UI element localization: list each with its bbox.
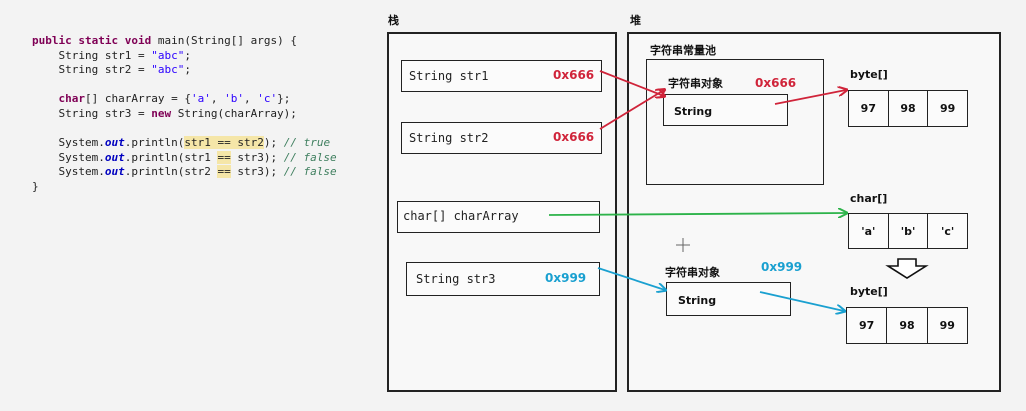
stack-title: 栈	[388, 14, 399, 27]
arrow-pool-string-to-bytes	[774, 90, 846, 105]
array-cell: 99	[927, 91, 967, 126]
var-label: String str1	[409, 69, 489, 83]
var-label: String str3	[416, 272, 496, 286]
arrow-new-string-to-bytes	[759, 291, 844, 311]
heap-title: 堆	[630, 14, 641, 27]
char-array: 'a' 'b' 'c'	[848, 213, 968, 249]
array-type-label: byte[]	[850, 285, 888, 298]
code-line: System.out.println(str1 == str2); // tru…	[32, 136, 331, 150]
code-snippet: public static void main(String[] args) {…	[32, 34, 337, 195]
code-line: String str3 = new String(charArray);	[32, 106, 297, 120]
array-type-label: byte[]	[850, 68, 888, 81]
string-object-label: String	[674, 105, 713, 118]
array-cell: 98	[887, 91, 928, 126]
pool-string-object: String	[663, 94, 788, 126]
crosshair-cursor-icon	[676, 238, 690, 252]
array-cell: 99	[926, 308, 967, 343]
stack-var-str3: String str3 0x999	[406, 262, 600, 296]
stack-var-str1: String str1 0x666	[401, 60, 602, 92]
code-line: }	[32, 179, 39, 193]
string-constant-pool	[646, 59, 824, 185]
code-line: System.out.println(str1 == str3); // fal…	[32, 150, 337, 164]
var-address: 0x999	[545, 271, 587, 285]
arrow-str1-to-pool	[599, 70, 664, 96]
array-cell: 98	[886, 308, 926, 343]
var-label: char[] charArray	[403, 209, 519, 223]
byte-array-new: 97 98 99	[846, 307, 968, 344]
array-cell: 97	[860, 102, 876, 115]
new-object-label: 字符串对象	[665, 266, 720, 279]
array-cell: 'c'	[927, 214, 967, 248]
stack-var-str2: String str2 0x666	[401, 122, 602, 154]
arrow-str2-to-pool	[599, 90, 664, 130]
code-line: System.out.println(str2 == str3); // fal…	[32, 165, 337, 179]
down-arrow-icon	[885, 258, 929, 279]
array-cell: 'b'	[887, 214, 928, 248]
new-object-address: 0x999	[761, 260, 803, 274]
code-line: String str2 = "abc";	[32, 63, 191, 77]
stack-var-chararray: char[] charArray	[397, 201, 600, 233]
array-type-label: char[]	[850, 192, 888, 205]
pool-object-address: 0x666	[755, 76, 797, 90]
var-address: 0x666	[553, 68, 595, 82]
array-cell: 'a'	[861, 224, 876, 238]
byte-array-pool: 97 98 99	[848, 90, 968, 127]
string-object-label: String	[678, 294, 717, 307]
pool-title: 字符串常量池	[650, 44, 716, 57]
arrow-chararray-to-chars	[548, 213, 846, 215]
var-label: String str2	[409, 131, 489, 145]
pool-object-label: 字符串对象	[668, 77, 723, 90]
code-line: public static void main(String[] args) {	[32, 34, 297, 47]
arrow-str3-to-new-object	[597, 267, 665, 290]
array-cell: 97	[859, 319, 875, 332]
code-line: char[] charArray = {'a', 'b', 'c'};	[58, 92, 291, 106]
code-line: String str1 = "abc";	[32, 48, 191, 62]
new-string-object: String	[666, 282, 791, 316]
var-address: 0x666	[553, 130, 595, 144]
